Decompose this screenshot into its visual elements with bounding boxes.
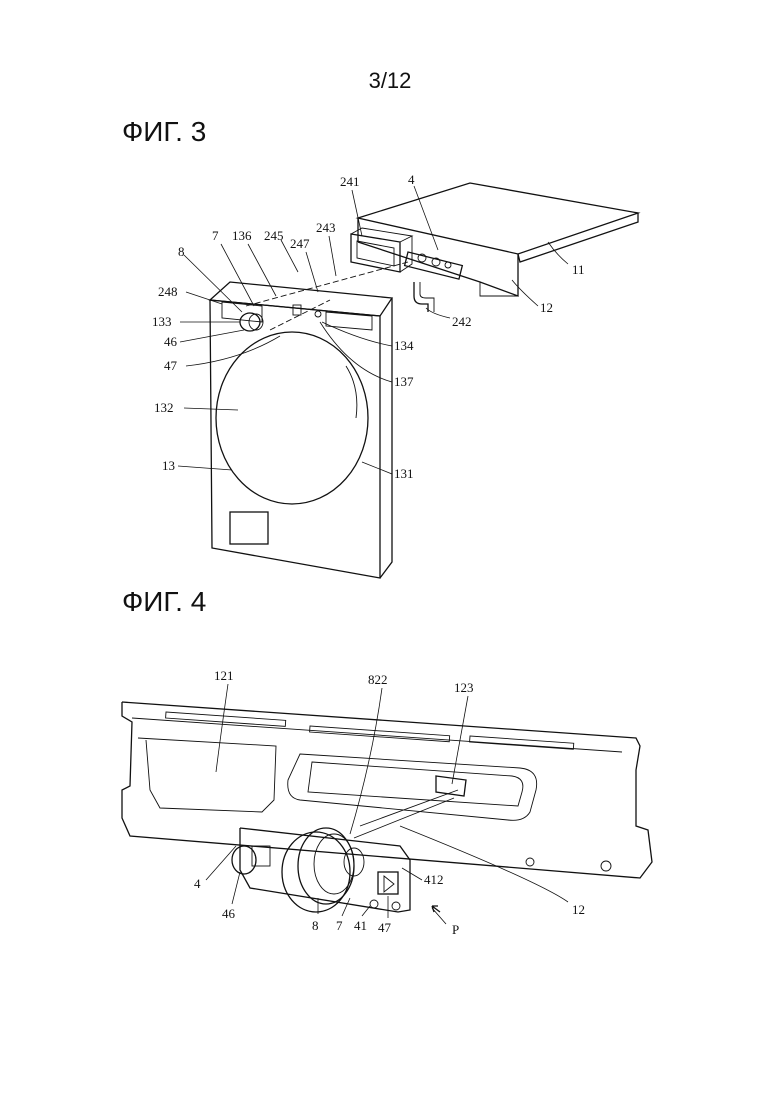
label-241: 241 [340, 174, 360, 189]
label-121: 121 [214, 668, 234, 683]
label-822: 822 [368, 672, 388, 687]
label-132: 132 [154, 400, 174, 415]
label-12: 12 [540, 300, 553, 315]
label-47: 47 [164, 358, 178, 373]
label-412: 412 [424, 872, 444, 887]
label-4: 4 [408, 172, 415, 187]
front-panel [210, 282, 392, 578]
label-47: 47 [378, 920, 392, 935]
label-4: 4 [194, 876, 201, 891]
label-134: 134 [394, 338, 414, 353]
label-243: 243 [316, 220, 336, 235]
label-41: 41 [354, 918, 367, 933]
label-P: P [452, 922, 459, 937]
label-247: 247 [290, 236, 310, 251]
label-131: 131 [394, 466, 414, 481]
pump-assembly [232, 828, 410, 912]
label-123: 123 [454, 680, 474, 695]
figure-3-drawing: 241 4 245 243 136 7 247 8 248 133 46 47 … [152, 172, 638, 578]
label-46: 46 [222, 906, 236, 921]
label-242: 242 [452, 314, 472, 329]
label-7: 7 [212, 228, 219, 243]
label-7: 7 [336, 918, 343, 933]
label-12: 12 [572, 902, 585, 917]
label-133: 133 [152, 314, 172, 329]
label-8: 8 [178, 244, 185, 259]
figure-4-labels: 121 822 123 4 46 8 7 41 47 412 P 12 [194, 668, 585, 937]
label-8: 8 [312, 918, 319, 933]
label-137: 137 [394, 374, 414, 389]
label-136: 136 [232, 228, 252, 243]
label-245: 245 [264, 228, 284, 243]
figure-4-drawing: 121 822 123 4 46 8 7 41 47 412 P 12 [122, 668, 652, 937]
label-248: 248 [158, 284, 178, 299]
label-46: 46 [164, 334, 178, 349]
label-13: 13 [162, 458, 175, 473]
rear-panel-outline [122, 702, 652, 878]
label-11: 11 [572, 262, 585, 277]
pump-assembly [405, 252, 463, 279]
